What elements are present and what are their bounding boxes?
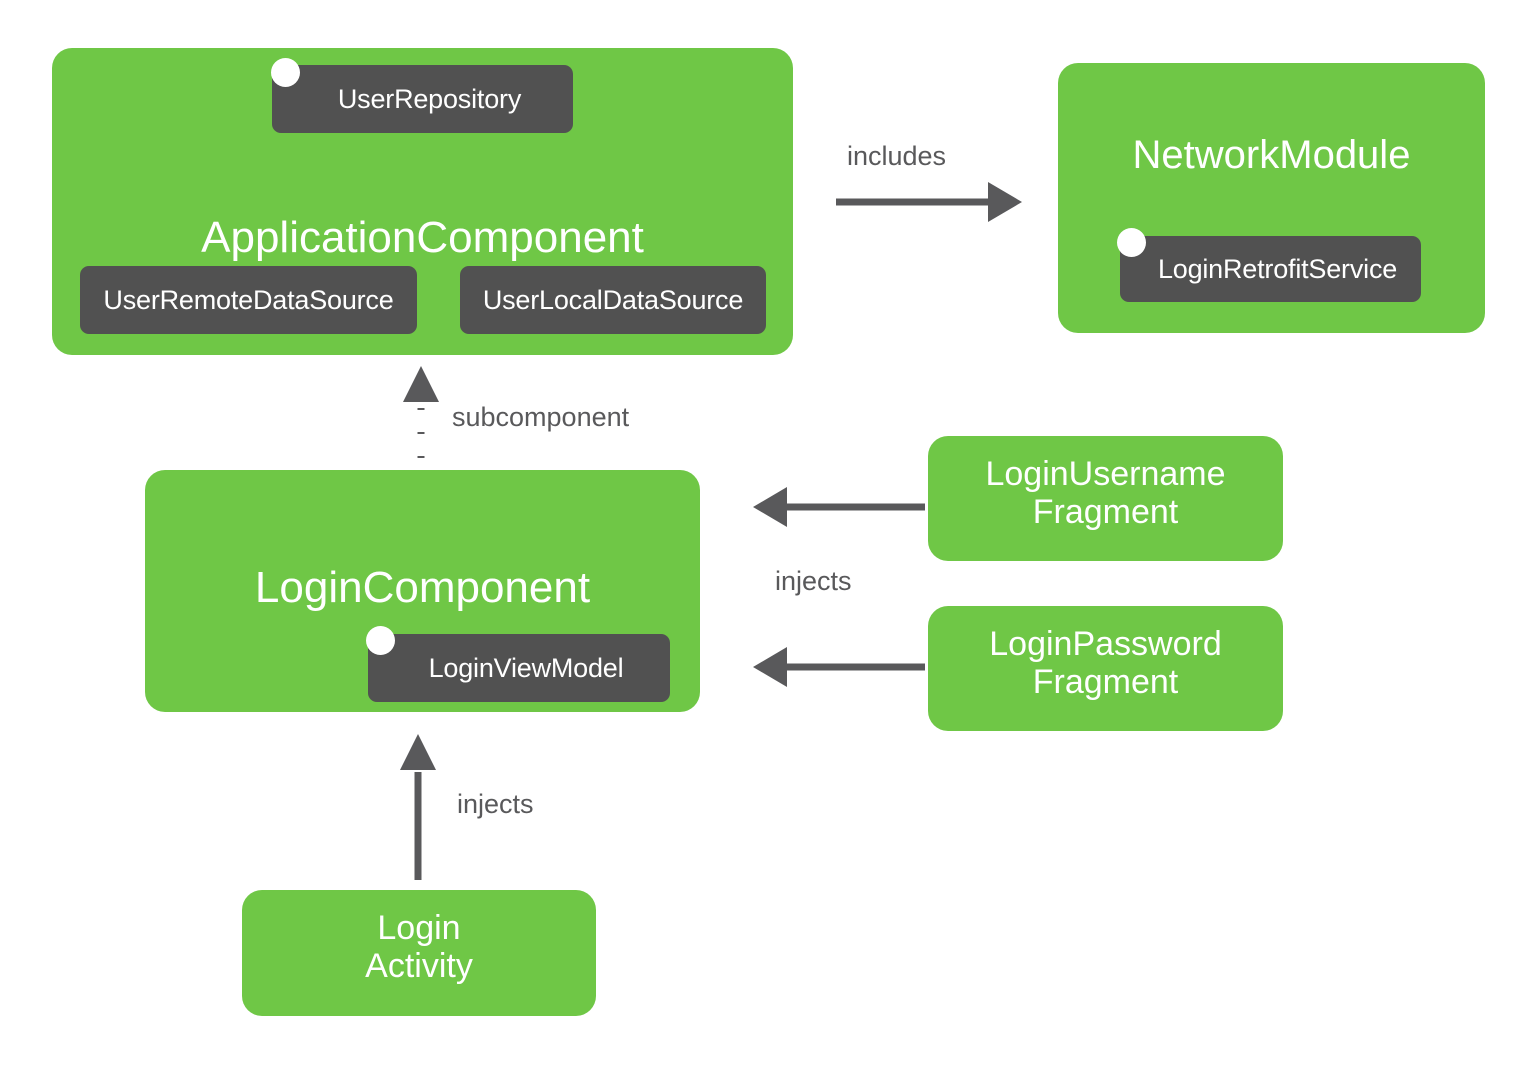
edge-subcomponent bbox=[403, 366, 439, 458]
dependency-login-view-model[interactable]: LoginViewModel bbox=[368, 634, 670, 702]
edge-label-includes: includes bbox=[847, 141, 947, 171]
network-module-title: NetworkModule bbox=[1132, 133, 1411, 177]
dependency-user-repository-label: UserRepository bbox=[337, 83, 522, 114]
edge-label-injects-activity: injects bbox=[457, 789, 534, 819]
dependency-user-remote-data-source-label: UserRemoteDataSource bbox=[103, 284, 394, 315]
application-component-title: ApplicationComponent bbox=[201, 213, 644, 262]
edge-injects-activity bbox=[400, 734, 436, 880]
provision-marker-user-repository bbox=[271, 58, 300, 87]
edge-label-subcomponent: subcomponent bbox=[452, 402, 630, 432]
login-username-fragment-title: LoginUsername Fragment bbox=[985, 455, 1226, 532]
edge-injects-username bbox=[753, 487, 925, 527]
dependency-user-local-data-source[interactable]: UserLocalDataSource bbox=[460, 266, 766, 334]
provision-marker-login-view-model bbox=[366, 626, 395, 655]
edge-injects-password bbox=[753, 647, 925, 687]
node-login-username-fragment[interactable]: LoginUsername Fragment bbox=[928, 436, 1283, 561]
dependency-login-retrofit-service[interactable]: LoginRetrofitService bbox=[1120, 236, 1421, 302]
provision-marker-login-retrofit-service bbox=[1117, 228, 1146, 257]
login-password-fragment-title: LoginPassword Fragment bbox=[989, 625, 1222, 702]
dependency-login-retrofit-service-label: LoginRetrofitService bbox=[1157, 253, 1398, 284]
edge-label-injects-fragments: injects bbox=[775, 566, 852, 596]
dependency-user-repository[interactable]: UserRepository bbox=[272, 65, 573, 133]
dependency-login-view-model-label: LoginViewModel bbox=[428, 652, 624, 683]
node-login-password-fragment[interactable]: LoginPassword Fragment bbox=[928, 606, 1283, 731]
login-component-title: LoginComponent bbox=[254, 563, 591, 612]
edge-includes bbox=[836, 182, 1022, 222]
dependency-user-local-data-source-label: UserLocalDataSource bbox=[482, 284, 744, 315]
dependency-user-remote-data-source[interactable]: UserRemoteDataSource bbox=[80, 266, 417, 334]
login-activity-title: Login Activity bbox=[365, 909, 473, 986]
node-login-activity[interactable]: Login Activity bbox=[242, 890, 596, 1016]
